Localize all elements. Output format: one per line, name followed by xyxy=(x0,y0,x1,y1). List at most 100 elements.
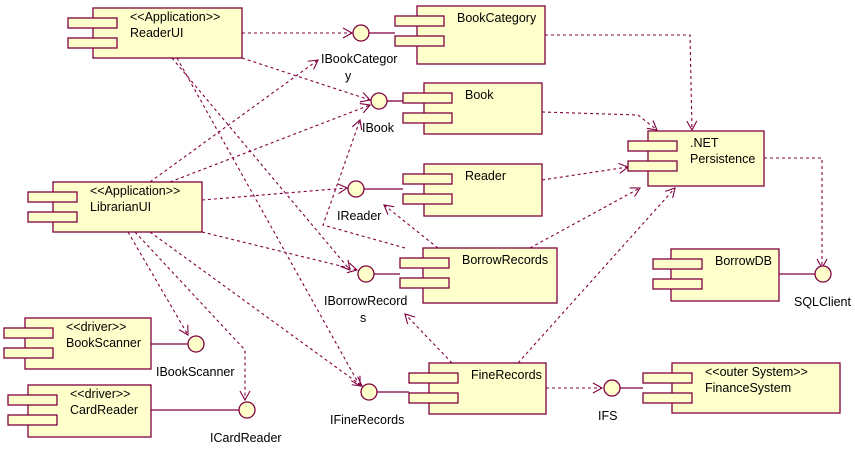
component-port-icon xyxy=(67,37,118,49)
interface-iborrow-records[interactable]: IBorrowRecord s xyxy=(324,265,407,325)
component-name: LibrarianUI xyxy=(90,200,151,214)
component-stereotype: <<driver>> xyxy=(70,387,130,401)
component-reader[interactable]: Reader xyxy=(402,163,543,217)
component-card-reader[interactable]: <<driver>> CardReader xyxy=(7,384,152,438)
interface-ireader[interactable]: IReader xyxy=(337,180,381,223)
interface-ifine-records[interactable]: IFineRecords xyxy=(330,383,404,427)
interface-lollipop-icon xyxy=(238,401,256,419)
component-fine-records[interactable]: FineRecords xyxy=(408,362,547,415)
component-name: FinanceSystem xyxy=(705,381,791,395)
component-port-icon xyxy=(27,211,78,223)
component-body xyxy=(428,362,547,415)
interface-lollipop-icon xyxy=(360,383,378,401)
component-port-icon xyxy=(627,160,678,172)
dependency-persistence-to-sqlclient xyxy=(764,157,828,270)
interface-ifs[interactable]: IFS xyxy=(598,379,621,423)
component-port-icon xyxy=(408,392,459,404)
component-name: BookCategory xyxy=(457,11,537,25)
dependency-borrow-records-to-ibook xyxy=(322,118,406,249)
dependency-borrow-records-to-persistence xyxy=(529,187,641,249)
component-persistence[interactable]: .NET Persistence xyxy=(627,130,765,187)
dependency-librarian-ui-to-ifine-records xyxy=(149,231,363,387)
interface-label: IBook xyxy=(362,121,395,135)
component-body xyxy=(647,130,765,187)
component-port-icon xyxy=(67,17,118,29)
component-port-icon xyxy=(402,173,453,185)
dependency-librarian-ui-to-icard-reader xyxy=(134,231,251,402)
component-port-icon xyxy=(3,327,54,339)
dependency-reader-ui-to-iborrow-records xyxy=(171,57,351,271)
component-name: .NET xyxy=(690,136,719,150)
component-borrow-records[interactable]: BorrowRecords xyxy=(399,247,558,304)
component-port-icon xyxy=(402,112,453,124)
component-name-line2: Persistence xyxy=(690,152,755,166)
component-body xyxy=(670,248,780,302)
dependency-fine-records-to-iborrow-records xyxy=(404,313,453,364)
interface-lollipop-icon xyxy=(352,24,370,42)
component-port-icon xyxy=(394,35,445,47)
dependency-layer xyxy=(127,27,828,402)
component-port-icon xyxy=(399,277,450,289)
component-stereotype: <<driver>> xyxy=(66,320,126,334)
component-stereotype: <<Application>> xyxy=(90,184,180,198)
component-librarian-ui[interactable]: <<Application>> LibrarianUI xyxy=(27,181,203,233)
component-body xyxy=(27,384,152,438)
component-name: BookScanner xyxy=(66,336,141,350)
component-name: Reader xyxy=(465,169,506,183)
component-finance-system[interactable]: <<outer System>>FinanceSystem xyxy=(642,362,841,414)
dependency-librarian-ui-to-ibook-scanner xyxy=(127,231,189,336)
component-body xyxy=(92,7,243,59)
component-port-icon xyxy=(402,92,453,104)
component-book-category[interactable]: BookCategory xyxy=(394,5,546,65)
interface-label: IBookScanner xyxy=(156,365,235,379)
component-port-icon xyxy=(627,140,678,152)
interface-label: IReader xyxy=(337,209,381,223)
interface-label: IBookCategor xyxy=(321,52,397,66)
interface-ibook[interactable]: IBook xyxy=(362,92,395,135)
interface-label: ICardReader xyxy=(210,431,282,445)
dependency-librarian-ui-to-iborrow-records xyxy=(201,231,359,274)
component-body xyxy=(423,82,543,135)
dependency-book-to-persistence xyxy=(541,111,658,131)
component-book-scanner[interactable]: <<driver>> BookScanner xyxy=(3,317,152,370)
component-reader-ui[interactable]: <<Application>> ReaderUI xyxy=(67,7,243,59)
component-port-icon xyxy=(399,257,450,269)
component-body xyxy=(422,247,558,304)
component-port-icon xyxy=(394,15,445,27)
dependency-reader-to-persistence xyxy=(541,162,630,181)
component-body xyxy=(671,362,841,414)
component-name: BorrowDB xyxy=(715,254,772,268)
interface-label: IFineRecords xyxy=(330,413,404,427)
component-book[interactable]: Book xyxy=(402,82,543,135)
component-port-icon xyxy=(402,193,453,205)
component-borrow-db[interactable]: BorrowDB xyxy=(652,248,780,302)
component-port-icon xyxy=(652,278,703,290)
component-stereotype: <<Application>> xyxy=(130,10,220,24)
dependency-librarian-ui-to-ibook-category xyxy=(149,59,319,183)
interface-layer: IBookCategoryIBookIReaderIBorrowRecordsI… xyxy=(156,24,851,445)
component-layer: <<Application>> ReaderUI <<Application>> Li… xyxy=(3,5,841,438)
component-name: ReaderUI xyxy=(130,26,184,40)
interface-ibook-scanner[interactable]: IBookScanner xyxy=(156,335,235,379)
component-name: CardReader xyxy=(70,403,138,417)
interface-lollipop-icon xyxy=(347,180,365,198)
component-port-icon xyxy=(652,258,703,270)
component-body xyxy=(52,181,203,233)
dependency-librarian-ui-to-ibook xyxy=(169,103,372,183)
dependency-book-category-to-persistence xyxy=(545,34,698,132)
component-port-icon xyxy=(3,347,54,359)
interface-lollipop-icon xyxy=(187,335,205,353)
interface-lollipop-icon xyxy=(357,265,375,283)
interface-icard-reader[interactable]: ICardReader xyxy=(210,401,282,445)
component-name: BorrowRecords xyxy=(462,253,548,267)
component-name: FineRecords xyxy=(471,368,542,382)
interface-label: IBorrowRecord xyxy=(324,294,407,308)
component-port-icon xyxy=(27,191,78,203)
component-port-icon xyxy=(408,372,459,384)
component-name: Book xyxy=(465,88,494,102)
dependency-librarian-ui-to-ireader xyxy=(201,183,349,201)
interface-sqlclient[interactable]: SQLClient xyxy=(794,265,851,309)
interface-label-line2: s xyxy=(360,311,366,325)
